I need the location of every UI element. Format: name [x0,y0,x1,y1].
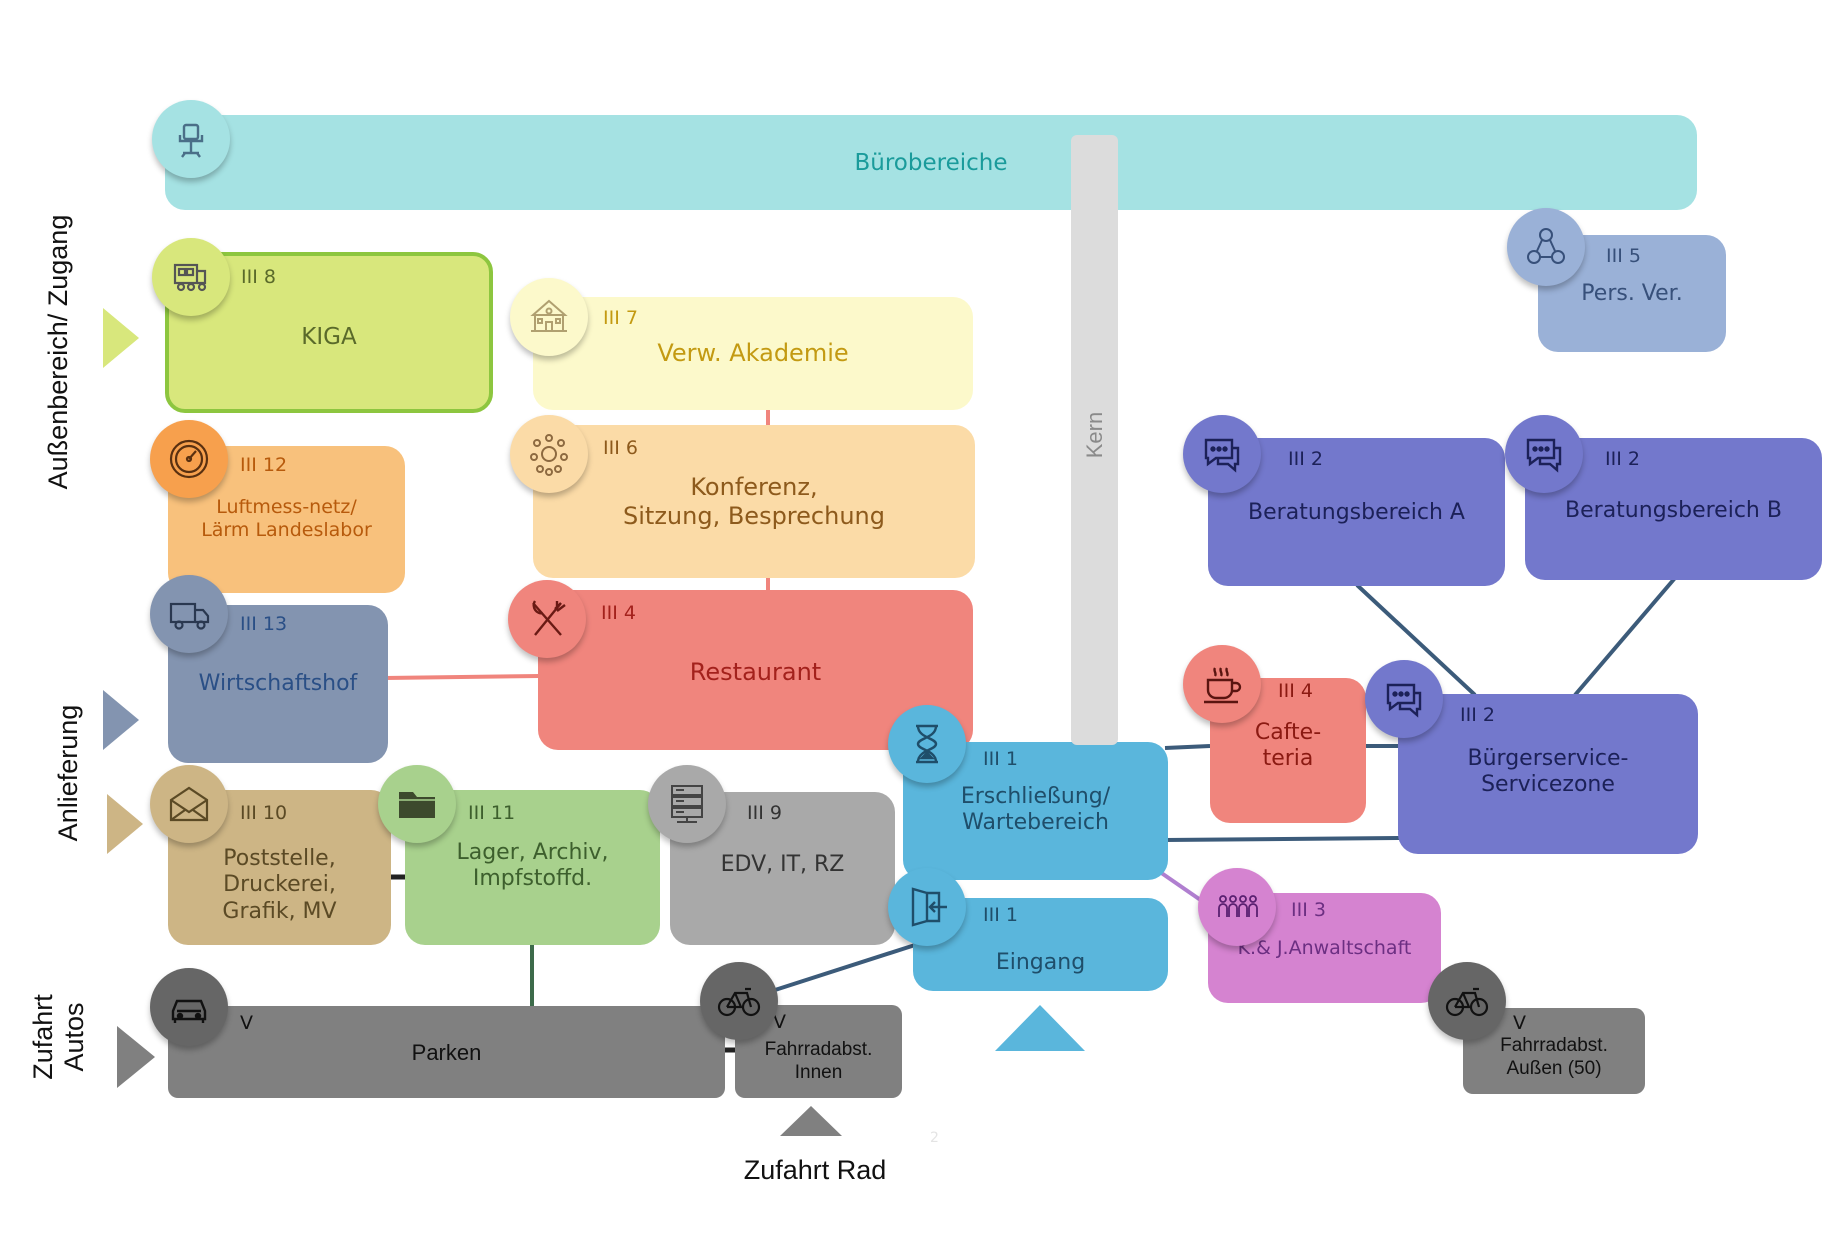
parken-tag: V [240,1012,253,1034]
people-network-icon [1507,208,1585,286]
arrow-aussenbereich [103,308,139,368]
connector-beratunga-buergerservice [1355,583,1477,697]
school-building-icon [510,278,588,356]
gauge-icon [150,420,228,498]
coffee-cup-icon [1183,645,1261,723]
poststelle-tag: III 10 [240,802,288,824]
rad-innen-tag: V [773,1011,786,1033]
arrow-anlieferung-2 [107,794,143,854]
kern-label: Kern [1081,411,1107,459]
buerobereiche-label: Bürobereiche [854,150,1008,176]
lager-label: Lager, Archiv, Impfstoffd. [456,840,609,892]
beratung-a-label: Beratungsbereich A [1248,500,1465,525]
delivery-truck-icon [150,575,228,653]
wirtschaftshof-label: Wirtschaftshof [198,671,358,696]
persver-label: Pers. Ver. [1581,281,1683,306]
eingang-label: Eingang [995,950,1086,975]
lager-tag: III 11 [468,802,516,824]
konferenz-label: Konferenz, Sitzung, Besprechung [623,473,885,530]
bicycle-icon [1428,962,1506,1040]
folder-icon [378,765,456,843]
box-eingang[interactable]: III 1 Eingang [913,898,1168,991]
akademie-label: Verw. Akademie [657,339,849,367]
chat-bubbles-icon [1505,415,1583,493]
poststelle-label: Poststelle, Druckerei, Grafik, MV [222,846,337,924]
edv-tag: III 9 [747,802,782,824]
akademie-tag: III 7 [603,307,638,329]
door-enter-icon [888,868,966,946]
cafeteria-tag: III 4 [1278,680,1313,702]
luftmess-label: Luftmess-netz/ Lärm Landeslabor [201,496,372,541]
connector-beratungb-buergerservice [1573,576,1677,697]
arrow-anlieferung-1 [103,690,139,750]
arrow-zufahrt-rad [780,1106,842,1136]
edv-label: EDV, IT, RZ [720,852,845,877]
connector-rad-eingang [774,943,916,992]
box-luftmess[interactable]: III 12 Luftmess-netz/ Lärm Landeslabor [168,446,405,593]
rad-aussen-tag: V [1513,1012,1526,1034]
chat-bubbles-icon [1183,415,1261,493]
rad-aussen-label: Fahrradabst. Außen (50) [1500,1035,1608,1079]
erschliessung-label: Erschließung/ Wartebereich [960,784,1111,836]
car-icon [150,968,228,1046]
kiga-tag: III 8 [241,266,276,288]
rad-innen-label: Fahrradabst. Innen [764,1039,873,1083]
connector-wirtschaftshof-restaurant [384,674,541,680]
fork-knife-icon [508,580,586,658]
cafeteria-label: Cafte- teria [1254,720,1322,772]
side-label-aussenbereich: Außenbereich/ Zugang [43,214,73,490]
parken-label: Parken [411,1040,482,1065]
box-konferenz[interactable]: III 6 Konferenz, Sitzung, Besprechung [533,425,975,578]
beratung-b-tag: III 2 [1605,448,1640,470]
buergerservice-label: Bürgerservice- Servicezone [1467,746,1629,798]
side-label-anlieferung: Anlieferung [53,704,83,842]
erschliessung-tag: III 1 [983,748,1018,770]
connector-erschliessung-buergerservice [1164,836,1401,842]
server-icon [648,765,726,843]
chat-bubbles-icon [1365,660,1443,738]
box-parken[interactable]: V Parken [168,1006,725,1098]
buergerservice-tag: III 2 [1460,704,1495,726]
page-number: 2 [930,1130,939,1146]
anwalt-tag: III 3 [1291,899,1326,921]
persver-tag: III 5 [1606,245,1641,267]
side-label-zufahrt-autos: Zufahrt Autos [28,994,90,1080]
zufahrt-rad-label: Zufahrt Rad [743,1155,887,1185]
box-buergerservice[interactable]: III 2 Bürgerservice- Servicezone [1398,694,1698,854]
box-persver[interactable]: III 5 Pers. Ver. [1538,235,1726,352]
hourglass-icon [888,705,966,783]
wirtschaftshof-tag: III 13 [240,613,288,635]
restaurant-label: Restaurant [689,658,822,686]
envelope-icon [150,765,228,843]
arrow-eingang [995,1005,1085,1051]
beratung-b-label: Beratungsbereich B [1565,498,1782,523]
box-edv[interactable]: III 9 EDV, IT, RZ [670,792,895,945]
office-chair-icon [152,100,230,178]
bicycle-icon [700,962,778,1040]
kern-core: Kern [1071,135,1118,745]
playground-train-icon [152,238,230,316]
meeting-group-icon [510,415,588,493]
arrow-zufahrt-autos [117,1026,155,1088]
group-people-icon [1198,868,1276,946]
restaurant-tag: III 4 [601,602,636,624]
luftmess-tag: III 12 [240,454,288,476]
connector-erschliessung-cafeteria [1164,744,1211,750]
eingang-tag: III 1 [983,904,1018,926]
konferenz-tag: III 6 [603,437,638,459]
beratung-a-tag: III 2 [1288,448,1323,470]
kiga-label: KIGA [301,324,357,350]
box-buerobereiche[interactable]: Bürobereiche [165,115,1697,210]
box-verw-akademie[interactable]: III 7 Verw. Akademie [533,297,973,410]
